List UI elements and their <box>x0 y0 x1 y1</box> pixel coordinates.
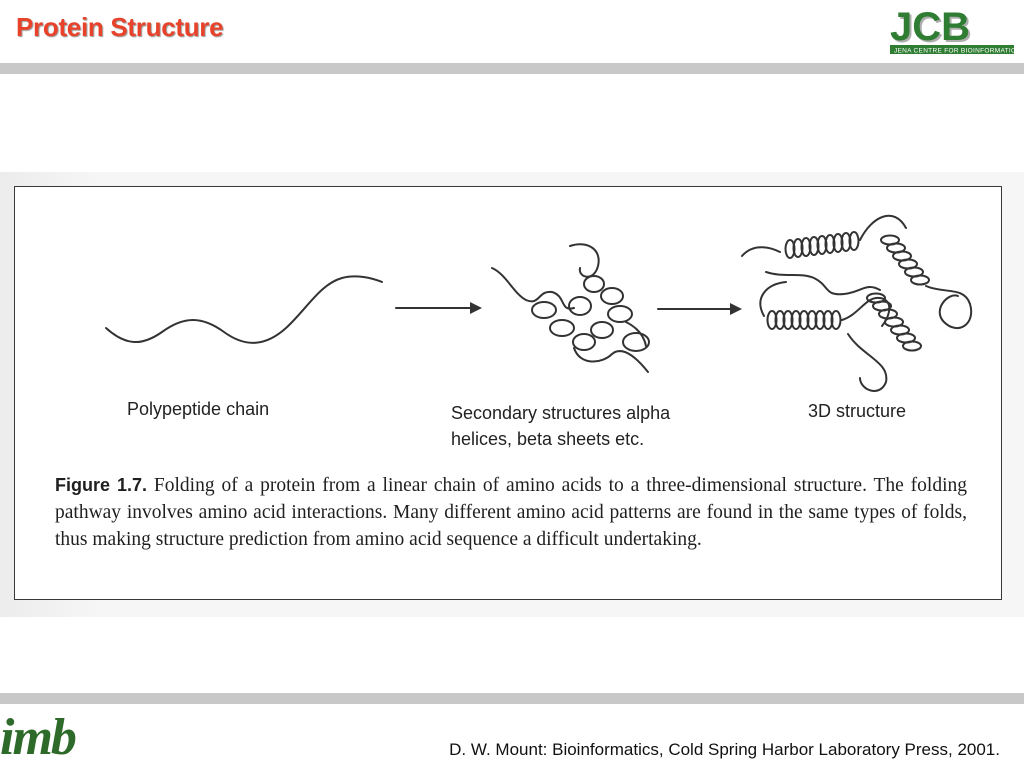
3d-structure-label: 3D structure <box>808 401 907 421</box>
figure-caption: Figure 1.7. Folding of a protein from a … <box>55 472 967 553</box>
tertiary-3d-structure <box>741 215 973 392</box>
polypeptide-chain-label: Polypeptide chain <box>127 399 270 419</box>
citation: D. W. Mount: Bioinformatics, Cold Spring… <box>449 740 1000 759</box>
imb-logo: imb <box>0 709 77 766</box>
top-divider-bar <box>0 63 1024 74</box>
polypeptide-chain-wave <box>105 275 383 344</box>
helix-top <box>784 231 860 259</box>
arrow-1 <box>395 302 482 314</box>
svg-text:JENA CENTRE FOR BIOINFORMATICS: JENA CENTRE FOR BIOINFORMATICS <box>894 48 1018 55</box>
secondary-structure-label: Secondary structures alpha helices, beta… <box>451 400 751 452</box>
slide-title: Protein Structure <box>16 12 224 42</box>
helix-bottom-left <box>766 310 842 330</box>
figure-number: Figure 1.7. <box>55 475 148 495</box>
protein-folding-illustration <box>105 215 973 392</box>
secondary-structure-label-line-2: helices, beta sheets etc. <box>451 429 645 449</box>
svg-text:JCB: JCB <box>892 7 972 51</box>
arrow-2 <box>657 303 742 315</box>
helix-bottom-right <box>866 292 922 352</box>
helix-right <box>880 234 930 286</box>
jcb-logo: JCB JCB JENA CENTRE FOR BIOINFORMATICS <box>888 4 1021 60</box>
secondary-structure-coils <box>491 243 650 373</box>
figure-caption-text: Folding of a protein from a linear chain… <box>55 475 968 550</box>
figure-frame <box>14 186 1002 600</box>
svg-text:JCB: JCB <box>890 5 970 49</box>
bottom-divider-bar <box>0 693 1024 704</box>
secondary-structure-label-line-1: Secondary structures alpha <box>451 403 671 423</box>
